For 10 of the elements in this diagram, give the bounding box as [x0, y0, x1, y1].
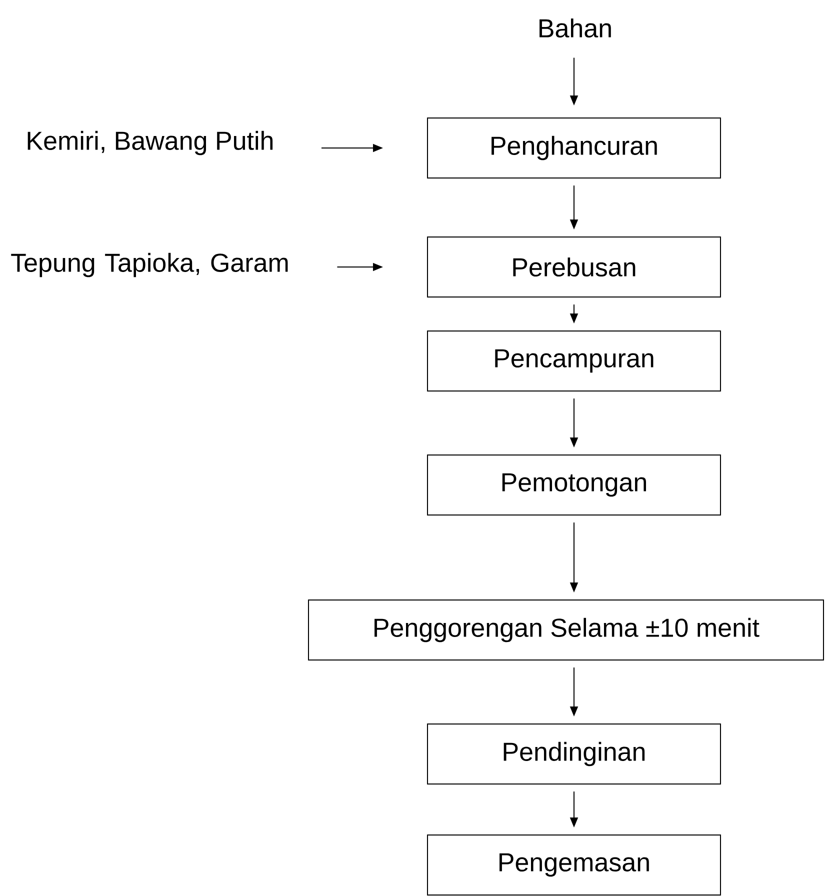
start-label: Bahan — [540, 18, 611, 38]
process-box: Perebusan — [427, 236, 721, 298]
process-box: Penghancuran — [427, 118, 721, 178]
input-label: Kemiri, Bawang Putih — [28, 130, 273, 156]
process-box: Pencampuran — [427, 330, 721, 392]
process-box: Penggorengan Selama ±10 menit — [308, 600, 824, 660]
input-label: Tepung Tapioka, Garam — [11, 252, 288, 278]
process-box: Pendinginan — [427, 724, 721, 784]
process-box: Pemotongan — [427, 454, 721, 516]
process-box: Pengemasan — [427, 834, 721, 896]
